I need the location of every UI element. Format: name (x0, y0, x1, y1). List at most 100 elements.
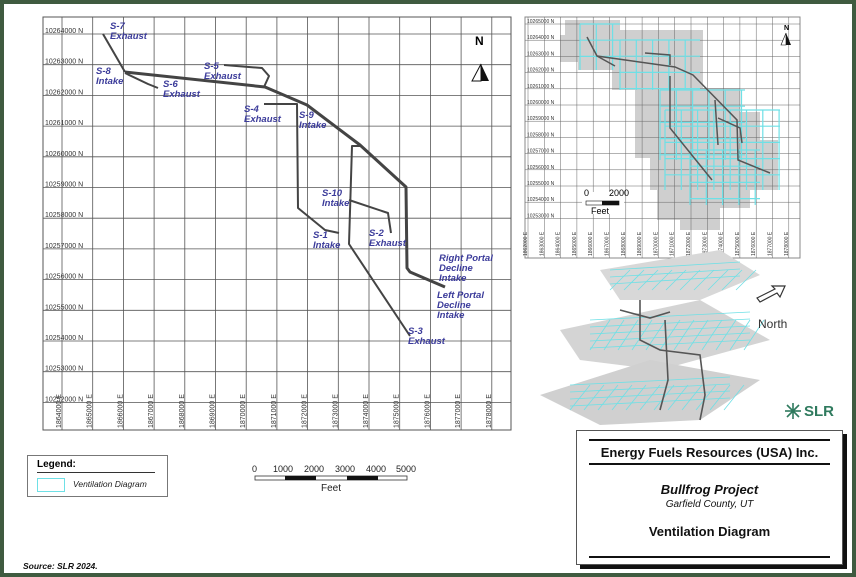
company-name: Energy Fuels Resources (USA) Inc. (600, 445, 819, 460)
north-arrow-3d-icon (756, 285, 786, 303)
inset-north-label: N (784, 25, 789, 32)
drift-s5 (223, 64, 270, 88)
northing-label: 10257000 N (45, 243, 83, 250)
inset-easting-label: 1864000 E (556, 231, 562, 256)
drift-s10 (348, 199, 392, 234)
inset-northing-label: 10261000 N (527, 84, 555, 90)
legend-swatch (37, 478, 65, 492)
inset-easting-label: 1874000 E (719, 231, 725, 256)
easting-label: 1867000 E (148, 394, 155, 428)
legend-divider (37, 472, 155, 473)
inset-easting-label: 1863000 E (539, 231, 545, 256)
inset-northing-label: 10255000 N (527, 181, 555, 187)
northing-label: 10254000 N (45, 335, 83, 342)
northing-label: 10252000 N (45, 396, 83, 403)
inset-scale-start: 0 (584, 188, 590, 198)
inset-easting-label: 1870000 E (653, 231, 659, 256)
scale-bar (254, 475, 408, 481)
inset-northing-label: 10257000 N (527, 149, 555, 155)
easting-label: 1876000 E (424, 394, 431, 428)
drift-s6 (124, 72, 159, 89)
northing-label: 10258000 N (45, 212, 83, 219)
inset-easting-label: 1872000 E (686, 231, 692, 256)
slr-logo-text: SLR (804, 403, 834, 420)
easting-label: 1877000 E (455, 394, 462, 428)
inset-northing-label: 10265000 N (527, 19, 555, 25)
legend: Legend: Ventilation Diagram (27, 455, 168, 497)
project-location: Garfield County, UT (665, 499, 754, 510)
northing-label: 10256000 N (45, 274, 83, 281)
northing-label: 10260000 N (45, 151, 83, 158)
inset-northing-label: 10260000 N (527, 100, 555, 106)
inset-easting-label: 1877000 E (768, 231, 774, 256)
scale-tick: 4000 (366, 464, 387, 474)
inset-easting-label: 1871000 E (670, 231, 676, 256)
inset-easting-label: 1876000 E (751, 231, 757, 256)
inset-easting-label: 1862000 E (523, 231, 529, 256)
legend-title: Legend: (37, 459, 76, 470)
easting-label: 1865000 E (87, 394, 94, 428)
inset-northing-label: 10264000 N (527, 35, 555, 41)
scale-tick: 5000 (396, 464, 417, 474)
easting-label: 1868000 E (179, 394, 186, 428)
easting-label: 1873000 E (332, 394, 339, 428)
inset-easting-label: 1866000 E (588, 231, 594, 256)
scale-tick: 0 (252, 464, 258, 474)
3d-view (540, 250, 786, 425)
northing-label: 10255000 N (45, 304, 83, 311)
scale-tick: 1000 (273, 464, 294, 474)
inset-northing-label: 10256000 N (527, 165, 555, 171)
inset-northing-label: 10253000 N (527, 213, 555, 219)
inset-northing-label: 10254000 N (527, 197, 555, 203)
inset-scale-end: 2000 (609, 188, 630, 198)
easting-label: 1872000 E (302, 394, 309, 428)
inset-easting-label: 1868000 E (621, 231, 627, 256)
drift-s4 (264, 103, 340, 234)
inset-easting-label: 1875000 E (735, 231, 741, 256)
legend-item-label: Ventilation Diagram (73, 479, 147, 489)
source-note: Source: SLR 2024. (23, 561, 98, 571)
drift-main (124, 70, 446, 289)
north-label: N (475, 34, 484, 48)
easting-label: 1878000 E (486, 394, 493, 428)
northing-label: 10253000 N (45, 366, 83, 373)
inset-easting-label: 1878000 E (784, 231, 790, 256)
inset-easting-label: 1869000 E (637, 231, 643, 256)
easting-label: 1874000 E (363, 394, 370, 428)
northing-label: 10264000 N (45, 28, 83, 35)
northing-label: 10262000 N (45, 89, 83, 96)
scale-unit: Feet (321, 483, 342, 494)
inset-easting-label: 1867000 E (605, 231, 611, 256)
drawing-title: Ventilation Diagram (648, 524, 771, 539)
easting-label: 1870000 E (240, 394, 247, 428)
scale-tick: 3000 (335, 464, 356, 474)
easting-label: 1866000 E (117, 394, 124, 428)
northing-label: 10261000 N (45, 120, 83, 127)
drift-s3 (348, 145, 411, 337)
inset-easting-label: 1865000 E (572, 231, 578, 256)
inset-scale-unit: Feet (591, 206, 610, 216)
inset-northing-label: 10258000 N (527, 132, 555, 138)
inset-northing-label: 10262000 N (527, 68, 555, 74)
easting-label: 1875000 E (394, 394, 401, 428)
inset-northing-label: 10259000 N (527, 116, 555, 122)
northing-label: 10263000 N (45, 59, 83, 66)
northing-label: 10259000 N (45, 182, 83, 189)
project-name: Bullfrog Project (660, 482, 759, 497)
easting-label: 1869000 E (210, 394, 217, 428)
drift-s7 (102, 33, 126, 73)
